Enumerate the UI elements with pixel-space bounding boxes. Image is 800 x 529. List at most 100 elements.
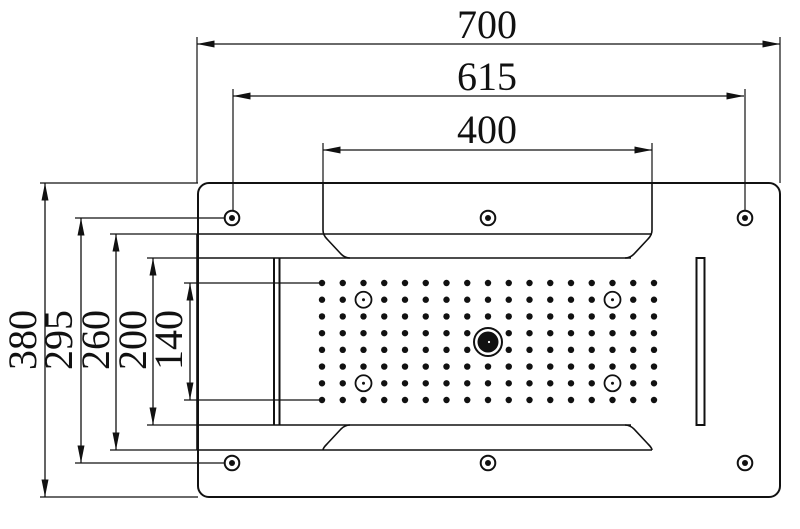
nozzle-dot [464, 380, 471, 387]
nozzle-dot [484, 363, 492, 370]
nozzle-dot [464, 279, 471, 287]
nozzle-dot [588, 396, 595, 404]
screw-hole-center [229, 460, 235, 466]
nozzle-dot [567, 313, 575, 320]
nozzle-dot [318, 380, 326, 387]
nozzle-dot [464, 313, 471, 320]
nozzle-dot [422, 296, 429, 303]
nozzle-dot [443, 296, 450, 303]
nozzle-dot [630, 363, 637, 370]
nozzle-dot [547, 329, 554, 337]
nozzle-dot [526, 363, 533, 370]
dimension-labels: 700 615 400 380 295 260 200 140 [0, 2, 517, 370]
nozzle-dot [422, 329, 429, 337]
dim-label-295: 295 [36, 310, 81, 370]
nozzle-dot [650, 346, 658, 354]
nozzle-dot [484, 313, 492, 320]
nozzle-dot [547, 279, 554, 287]
screw-holes [223, 209, 754, 472]
nozzle-dot [422, 279, 429, 287]
nozzle-dot [360, 329, 367, 337]
nozzle-dot [422, 313, 429, 320]
screw-hole-center [485, 460, 491, 466]
nozzle-dot [505, 363, 512, 370]
screw-hole-center [742, 460, 748, 466]
nozzle-dot [401, 363, 409, 370]
nozzle-dot [609, 346, 616, 354]
nozzle-dot [526, 329, 533, 337]
nozzle-dot [318, 363, 326, 370]
nozzle-dot [505, 346, 512, 354]
nozzle-dot [630, 296, 637, 303]
nozzle-dot [484, 296, 492, 303]
nozzle-dot [588, 380, 595, 387]
dim-label-615: 615 [457, 54, 517, 99]
nozzle-dot [547, 296, 554, 303]
led-jet-ring [603, 374, 622, 393]
nozzle-dot [401, 396, 409, 404]
nozzle-dot [526, 313, 533, 320]
nozzle-dot [422, 363, 429, 370]
nozzle-dot [484, 396, 492, 404]
nozzle-dot [443, 329, 450, 337]
nozzle-dot [567, 380, 575, 387]
nozzle-dot [464, 363, 471, 370]
dim-label-260: 260 [73, 310, 118, 370]
nozzle-dot [630, 346, 637, 354]
nozzle-dot [567, 396, 575, 404]
dim-label-200: 200 [110, 310, 155, 370]
nozzle-dot [609, 279, 616, 287]
bottom-section-left-chamfer [322, 424, 351, 451]
nozzle-dot [339, 396, 346, 404]
extension-lines [40, 37, 781, 498]
nozzle-dot [318, 329, 326, 337]
nozzle-dot [381, 396, 388, 404]
nozzle-dot [567, 279, 575, 287]
nozzle-dot [381, 296, 388, 303]
nozzle-dot [422, 396, 429, 404]
nozzle-dot [505, 380, 512, 387]
nozzle-dot [567, 329, 575, 337]
led-jet-center [611, 381, 614, 385]
nozzle-dot [650, 279, 658, 287]
nozzle-dot [650, 329, 658, 337]
nozzle-dot [650, 396, 658, 404]
nozzle-dot [609, 313, 616, 320]
nozzle-dot [381, 279, 388, 287]
nozzle-dot [443, 363, 450, 370]
nozzle-dot [443, 380, 450, 387]
led-jet-ring [603, 290, 622, 309]
nozzle-dot [650, 380, 658, 387]
nozzle-dot [505, 396, 512, 404]
nozzle-dot [484, 279, 492, 287]
nozzle-dot [567, 296, 575, 303]
nozzle-dot [505, 296, 512, 303]
nozzle-dot [443, 313, 450, 320]
nozzle-dot [630, 329, 637, 337]
nozzle-dot [464, 296, 471, 303]
nozzle-dot [547, 313, 554, 320]
nozzle-dot [401, 329, 409, 337]
nozzle-dot [567, 363, 575, 370]
nozzle-dot [339, 346, 346, 354]
top-section-right-side [624, 183, 653, 259]
led-jet-center [362, 298, 365, 302]
led-jet-center [362, 381, 365, 385]
nozzle-dot [630, 279, 637, 287]
nozzle-dot [318, 396, 326, 404]
nozzle-dot [381, 363, 388, 370]
nozzle-dot [318, 313, 326, 320]
screw-hole [736, 209, 754, 227]
nozzle-dot [505, 279, 512, 287]
nozzle-dot [464, 396, 471, 404]
nozzle-dot [567, 346, 575, 354]
nozzle-dot [401, 296, 409, 303]
nozzle-dot [401, 279, 409, 287]
nozzle-dot [547, 346, 554, 354]
nozzle-dot [526, 346, 533, 354]
nozzle-dot [360, 346, 367, 354]
nozzle-dot [650, 296, 658, 303]
nozzle-dot [526, 380, 533, 387]
